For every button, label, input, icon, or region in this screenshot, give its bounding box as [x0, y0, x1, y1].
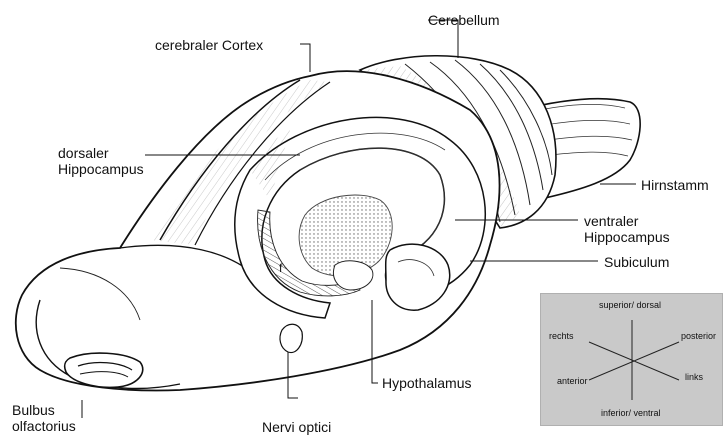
orientation-superior: superior/ dorsal — [599, 300, 661, 310]
orientation-key: superior/ dorsal rechts posterior anteri… — [540, 293, 723, 426]
orientation-right: rechts — [549, 331, 574, 341]
label-optic-nerves: Nervi optici — [262, 419, 331, 435]
label-cortex: cerebraler Cortex — [155, 37, 263, 53]
orientation-left: links — [685, 372, 703, 382]
orientation-posterior: posterior — [681, 331, 716, 341]
optic-nerve-shape — [280, 324, 302, 352]
label-dorsal-hippocampus-line1: dorsaler — [58, 145, 109, 161]
label-ventral-hippocampus-line2: Hippocampus — [584, 229, 670, 245]
label-subiculum: Subiculum — [604, 254, 669, 270]
orientation-anterior: anterior — [557, 376, 588, 386]
label-brainstem: Hirnstamm — [641, 177, 709, 193]
label-cerebellum: Cerebellum — [428, 12, 500, 28]
label-dorsal-hippocampus-line2: Hippocampus — [58, 161, 144, 177]
hypothalamus-shape — [333, 261, 372, 290]
label-olfactory-bulb-line2: olfactorius — [12, 418, 76, 434]
label-fornix: f — [279, 260, 282, 276]
label-hypothalamus: Hypothalamus — [382, 375, 472, 391]
orientation-inferior: inferior/ ventral — [601, 408, 661, 418]
label-ventral-hippocampus-line1: ventraler — [584, 213, 638, 229]
label-olfactory-bulb-line1: Bulbus — [12, 402, 55, 418]
